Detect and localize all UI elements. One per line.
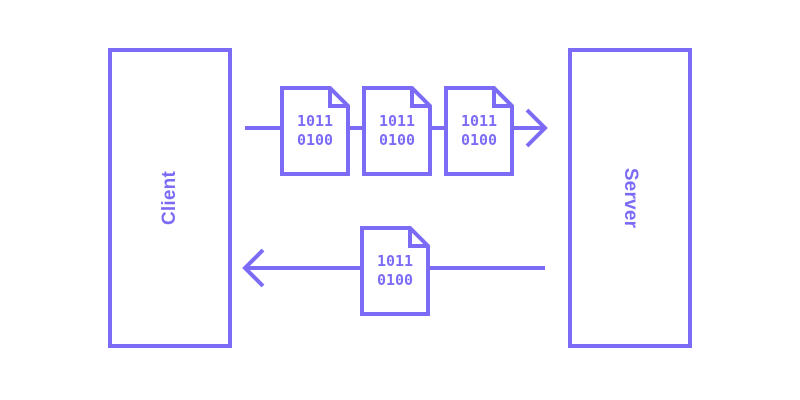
data-packet-request-2[interactable]: 1011 0100 — [362, 86, 432, 176]
packet-binary-line-1: 1011 — [461, 112, 497, 130]
packet-binary-line-2: 0100 — [297, 131, 333, 149]
document-fold-icon — [328, 88, 348, 108]
packet-binary-line-1: 1011 — [297, 112, 333, 130]
packet-binary-line-1: 1011 — [379, 112, 415, 130]
document-icon — [280, 86, 350, 176]
document-fold-icon — [410, 88, 430, 108]
packet-binary-line-1: 1011 — [377, 252, 413, 270]
data-packet-request-1[interactable]: 1011 0100 — [280, 86, 350, 176]
server-box[interactable] — [568, 48, 692, 348]
document-fold-icon — [492, 88, 512, 108]
document-fold-icon — [408, 228, 428, 248]
request-flow — [245, 108, 548, 148]
client-box[interactable] — [108, 48, 232, 348]
document-icon — [362, 86, 432, 176]
document-icon — [360, 226, 430, 316]
node-server[interactable]: Server — [568, 48, 692, 348]
server-label: Server — [620, 168, 641, 229]
data-packet-response-1[interactable]: 1011 0100 — [360, 226, 430, 316]
data-packet-request-3[interactable]: 1011 0100 — [444, 86, 514, 176]
response-flow — [242, 248, 545, 288]
packet-binary-line-2: 0100 — [379, 131, 415, 149]
packet-binary-line-2: 0100 — [377, 271, 413, 289]
document-icon — [444, 86, 514, 176]
node-client[interactable]: Client — [108, 48, 232, 348]
client-label: Client — [159, 171, 180, 225]
response-arrow-head-icon — [242, 248, 265, 288]
request-arrow-head-icon — [525, 108, 548, 148]
packet-binary-line-2: 0100 — [461, 131, 497, 149]
